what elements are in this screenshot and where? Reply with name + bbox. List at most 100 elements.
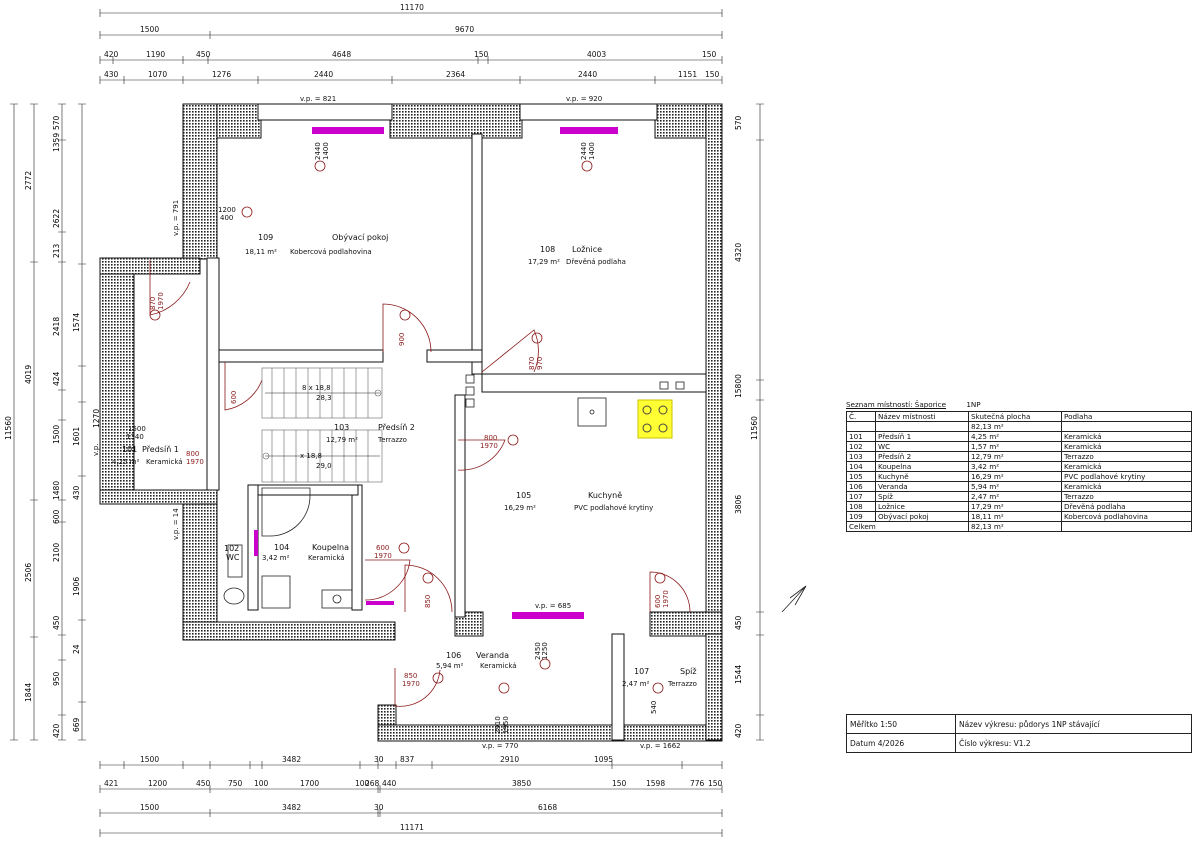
- table-cell: 5,94 m²: [968, 481, 1062, 492]
- room-floor: PVC podlahové krytiny: [574, 504, 653, 512]
- table-cell: 101: [846, 431, 876, 442]
- dim-bottom: 2910: [500, 755, 519, 764]
- room-schedule: Seznam místností: Šaporice 1NP Č. Název …: [846, 398, 1192, 532]
- door-dim: 600: [230, 391, 238, 404]
- dim-top-total: 11170: [400, 3, 424, 12]
- door-dim: 600: [654, 595, 662, 608]
- dim-left: 2418: [52, 317, 61, 336]
- room-number: 104: [274, 543, 289, 552]
- dim-bottom: 268: [365, 779, 380, 788]
- table-cell: PVC podlahové krytiny: [1061, 471, 1192, 482]
- title-block-drawing-name: Název výkresu: půdorys 1NP stávající: [955, 714, 1192, 734]
- dim-top: 1190: [146, 50, 165, 59]
- table-cell: Terrazzo: [1061, 491, 1192, 502]
- table-cell: WC: [875, 441, 969, 452]
- table-cell: 102: [846, 441, 876, 452]
- dim-top: 2440: [578, 70, 597, 79]
- dim-top: 420: [104, 50, 119, 59]
- dim-left: 24: [72, 644, 81, 654]
- table-cell: 17,29 m²: [968, 501, 1062, 512]
- room-name: Spíž: [680, 667, 697, 676]
- dim-bottom: 3482: [282, 755, 301, 764]
- dim-left: 1844: [24, 683, 33, 702]
- stair-label: 28,3: [316, 394, 332, 402]
- dim-bottom: 100: [355, 779, 370, 788]
- window-dim: 2450: [534, 642, 542, 660]
- table-cell: Dřevěná podlaha: [1061, 501, 1192, 512]
- door-dim: 1970: [480, 442, 498, 450]
- room-floor: Dřevěná podlaha: [566, 258, 626, 266]
- table-cell: 4,25 m²: [968, 431, 1062, 442]
- dim-left: 1480: [52, 481, 61, 500]
- dim-bottom: 837: [400, 755, 415, 764]
- title-block-date: Datum 4/2026: [846, 733, 956, 753]
- staircase: [261, 367, 383, 483]
- room-floor: Keramická: [480, 662, 517, 670]
- dim-left: 1270: [92, 409, 101, 428]
- dim-bottom: 450: [196, 779, 211, 788]
- dim-left: 1601: [72, 427, 81, 446]
- table-cell: 3,42 m²: [968, 461, 1062, 472]
- door-dim: 800: [186, 450, 199, 458]
- dim-bottom: 150: [708, 779, 723, 788]
- dim-top: 1276: [212, 70, 231, 79]
- room-number: 101: [122, 445, 137, 454]
- window-dim: 1950: [502, 716, 510, 734]
- table-cell: 103: [846, 451, 876, 462]
- table-cell: Veranda: [875, 481, 969, 492]
- fixtures: [223, 374, 685, 609]
- window-dim: 2910: [494, 716, 502, 734]
- room-area: 17,29 m²: [528, 258, 560, 266]
- dim-left: 1359: [52, 133, 61, 152]
- window-dim: 2440: [580, 142, 588, 160]
- table-cell: Terrazzo: [1061, 451, 1192, 462]
- room-name: Předsíň 2: [378, 422, 415, 432]
- dim-top: 4648: [332, 50, 351, 59]
- dim-right: 450: [734, 615, 743, 630]
- table-cell: 104: [846, 461, 876, 472]
- room-name: Ložnice: [572, 245, 602, 254]
- title-block-scale: Měřítko 1:50: [846, 714, 956, 734]
- table-header-cell: Skutečná plocha: [968, 411, 1062, 422]
- table-cell: 2,47 m²: [968, 491, 1062, 502]
- exterior-walls: [99, 103, 723, 742]
- dim-right: 4320: [734, 243, 743, 262]
- door-dim: 800: [484, 434, 497, 442]
- dim-bottom: 1598: [646, 779, 665, 788]
- north-arrow-icon: [781, 585, 807, 613]
- table-subtotal-row: 82,13 m²: [846, 421, 1192, 432]
- table-cell: 82,13 m²: [968, 421, 1062, 432]
- table-cell: Keramická: [1061, 431, 1192, 442]
- windows: [254, 127, 618, 619]
- door-dim: 1970: [186, 458, 204, 466]
- room-number: 107: [634, 667, 649, 676]
- window-dim: 2440: [314, 142, 322, 160]
- room-area: 18,11 m²: [245, 248, 277, 256]
- table-cell: Ložnice: [875, 501, 969, 512]
- dim-left: 430: [72, 485, 81, 500]
- door-dim: 900: [398, 333, 406, 346]
- dim-top: 2364: [446, 70, 465, 79]
- dim-bottom: 1700: [300, 779, 319, 788]
- dim-left: 1574: [72, 313, 81, 332]
- dim-bottom-total: 11171: [400, 823, 424, 832]
- table-header-cell: Č.: [846, 411, 876, 422]
- window-vp-label: v.p. = 770: [482, 742, 518, 750]
- floor-plan-drawing: 11170 1500 9670 420 1190 450 4648 150 40…: [4, 3, 807, 837]
- room-number: 106: [446, 651, 461, 660]
- dim-left: 2100: [52, 543, 61, 562]
- table-cell: Předsíň 2: [875, 451, 969, 462]
- room-area: 16,29 m²: [504, 504, 536, 512]
- dim-left: 450: [52, 615, 61, 630]
- dimension-lines: [10, 9, 764, 837]
- table-cell: Spíž: [875, 491, 969, 502]
- room-floor: Keramická: [308, 554, 345, 562]
- dim-right: 570: [734, 115, 743, 130]
- table-cell: 106: [846, 481, 876, 492]
- door-dim: 1970: [157, 292, 165, 310]
- dim-bottom: 1200: [148, 779, 167, 788]
- dim-left: 2622: [52, 209, 61, 228]
- dim-top: 450: [196, 50, 211, 59]
